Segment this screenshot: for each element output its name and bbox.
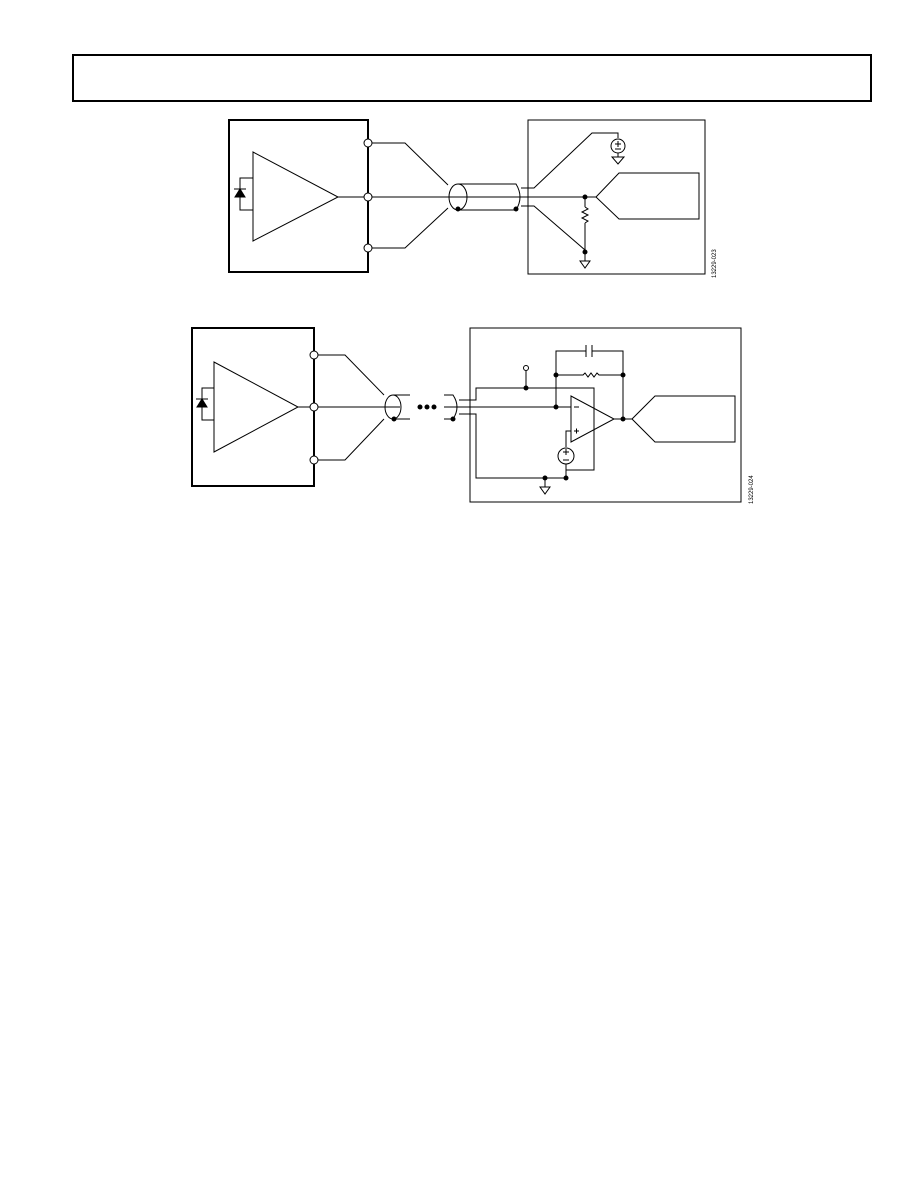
figure-id-label: 13229-024 xyxy=(749,475,755,504)
output-block xyxy=(632,396,735,442)
amplifier-triangle xyxy=(214,362,298,452)
voltage-source-icon xyxy=(611,139,625,164)
ground-icon xyxy=(540,487,550,494)
photodiode-icon xyxy=(196,388,214,420)
resistor-icon xyxy=(556,373,623,377)
circuit-diagram-1: 13229-023 xyxy=(0,0,718,278)
resistor-icon xyxy=(582,207,588,223)
continuation-dot xyxy=(425,405,429,409)
terminal-signal xyxy=(310,403,318,411)
figure-id-label: 13229-023 xyxy=(712,249,718,278)
sensor-module-box xyxy=(192,328,314,486)
terminal-bottom xyxy=(310,456,318,464)
photodiode-icon xyxy=(234,178,253,210)
op-amp-icon xyxy=(571,396,614,442)
circuit-diagram-2: 13229-024 xyxy=(0,0,755,504)
reference-pin xyxy=(524,366,529,371)
continuation-dot xyxy=(418,405,422,409)
page-header-bar xyxy=(72,54,872,102)
ground-icon xyxy=(580,261,590,268)
voltage-source-icon xyxy=(558,448,574,464)
output-block xyxy=(596,173,699,219)
shielded-cable xyxy=(385,395,462,421)
receiver-box xyxy=(470,328,741,502)
terminal-top xyxy=(310,351,318,359)
shielded-cable xyxy=(448,184,524,211)
amplifier-triangle xyxy=(253,152,338,241)
continuation-dot xyxy=(432,405,436,409)
